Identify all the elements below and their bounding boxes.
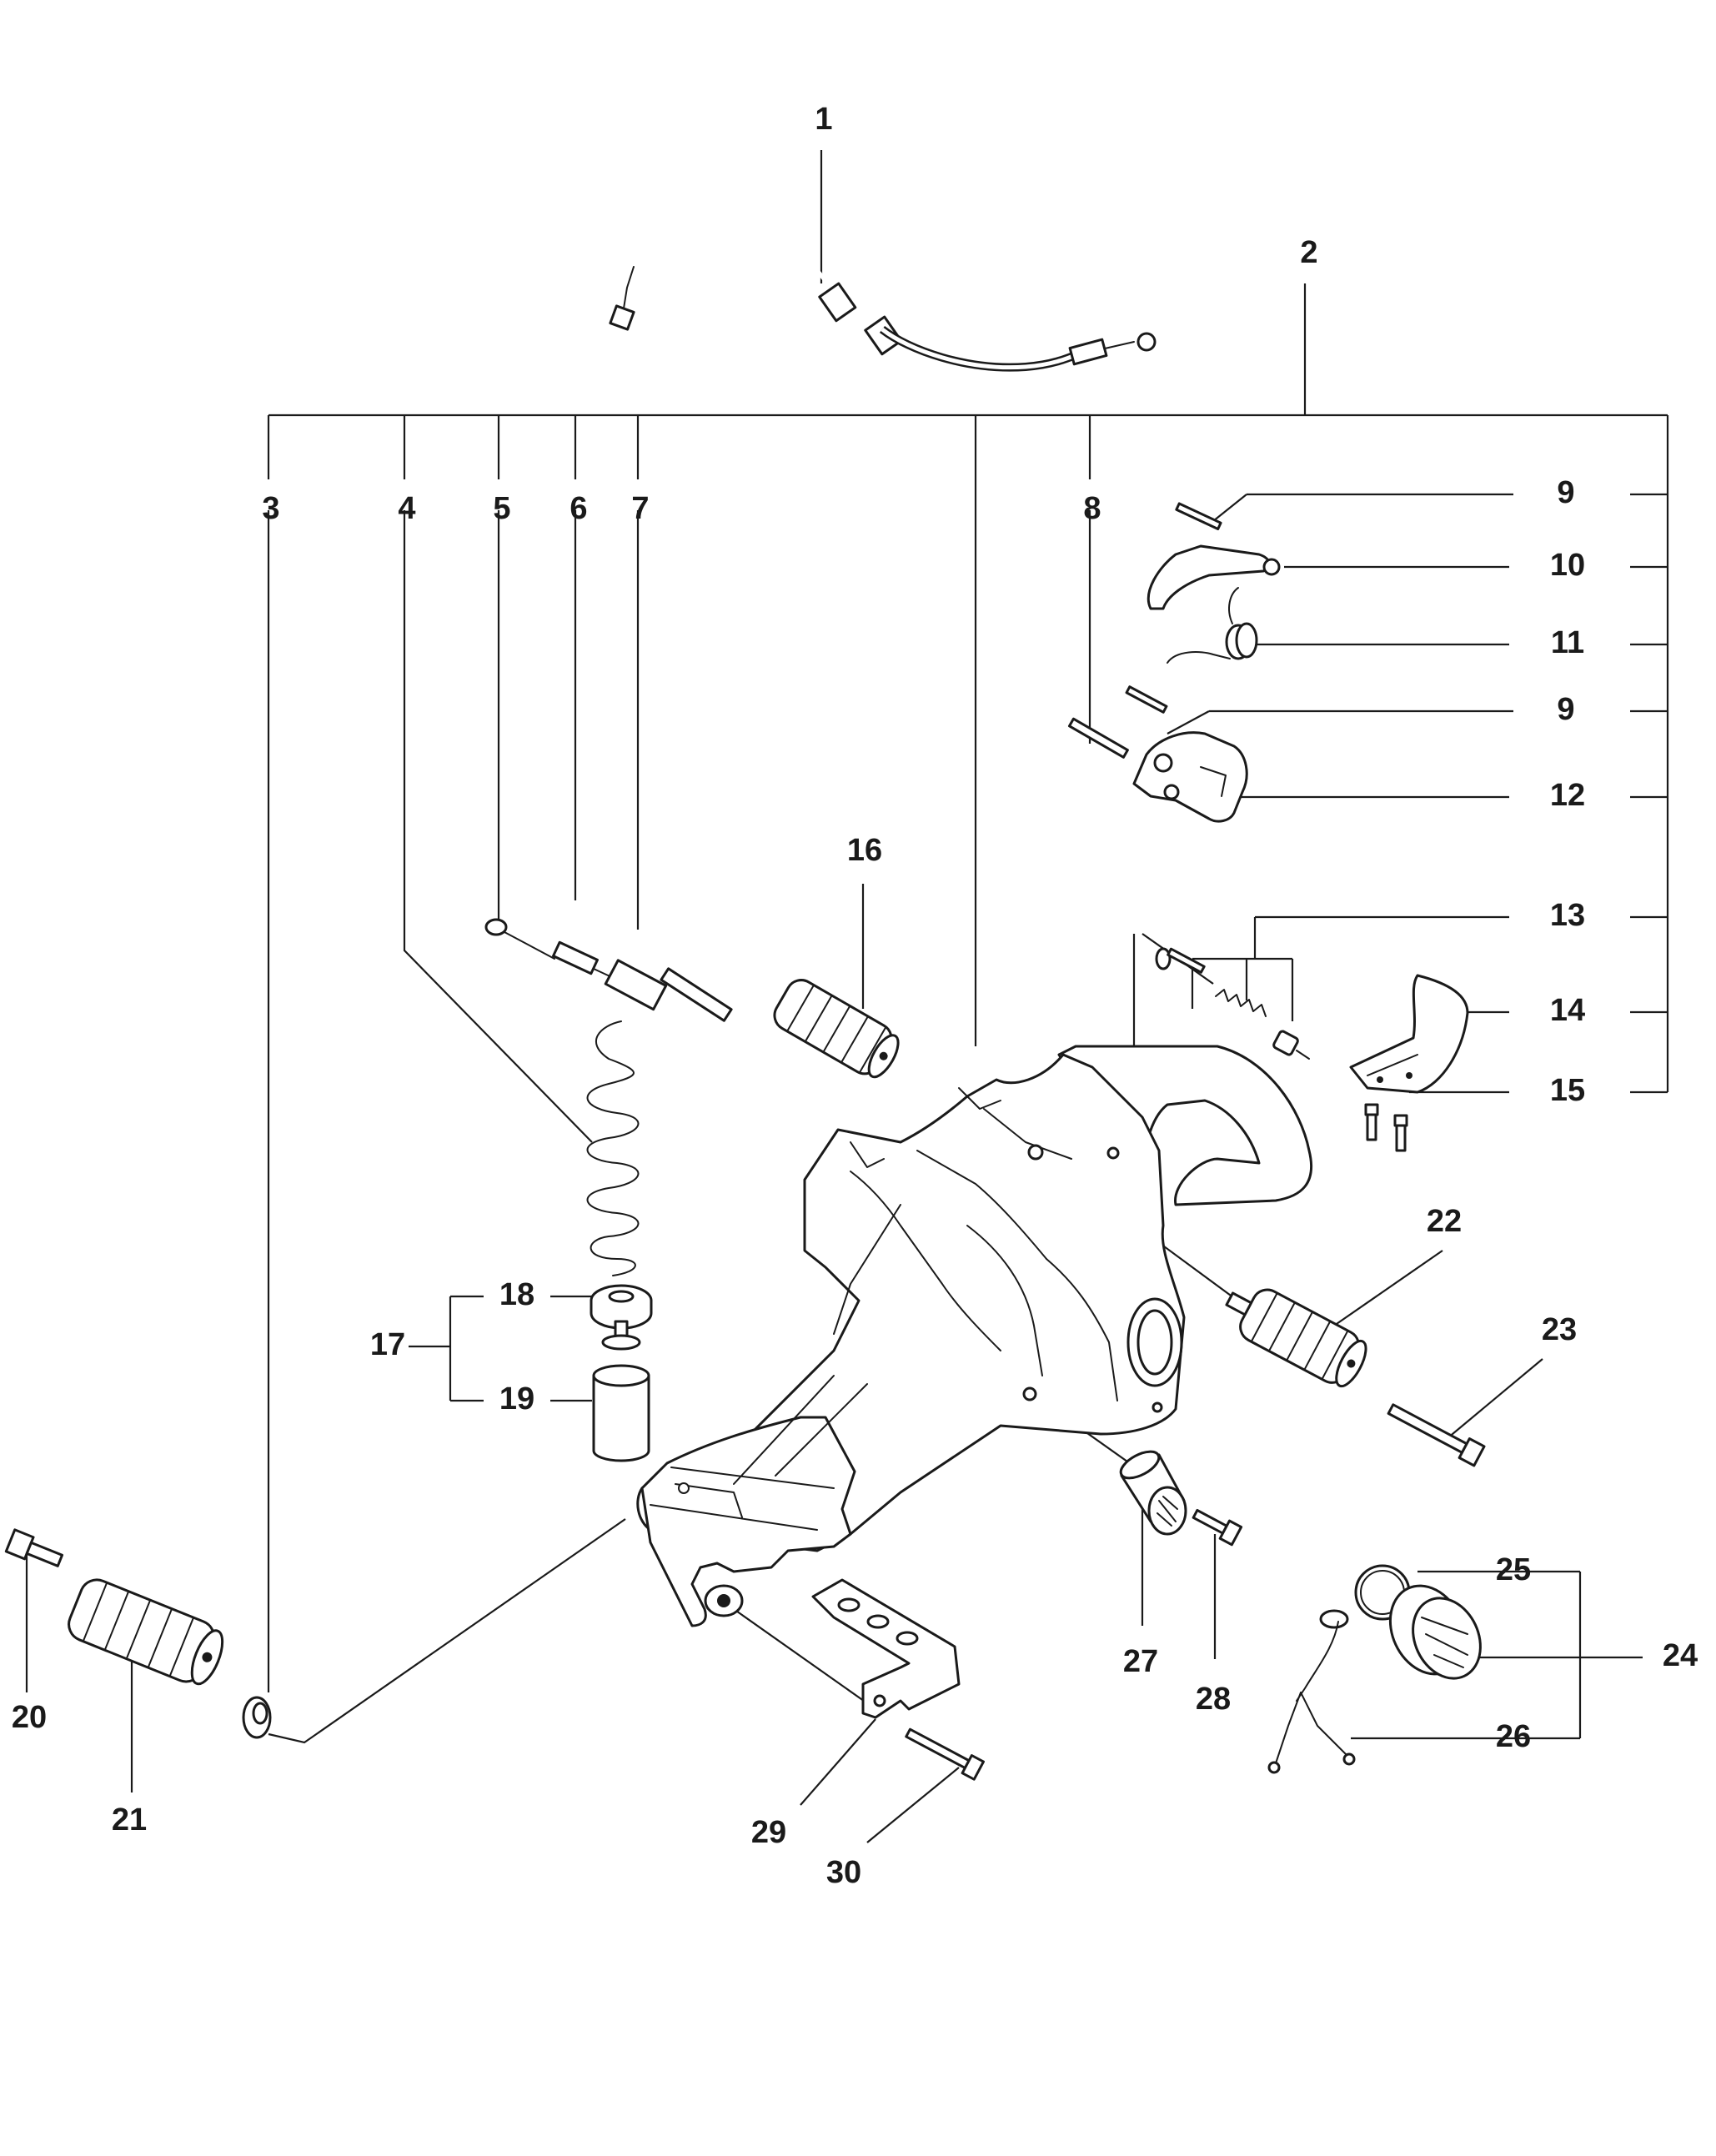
part-24-fuel-cap	[1388, 1584, 1482, 1680]
label-part-18: 18	[499, 1277, 534, 1312]
part-28-screw	[1192, 1509, 1243, 1547]
label-part-23: 23	[1542, 1312, 1577, 1347]
part-27-bushing	[1119, 1450, 1187, 1536]
part-9-pin-lower	[1067, 685, 1168, 759]
label-part-17: 17	[370, 1327, 405, 1362]
label-part-5: 5	[493, 491, 510, 526]
part-21-rubber-buffer	[68, 1578, 224, 1686]
label-part-25: 25	[1496, 1552, 1531, 1587]
label-part-19: 19	[499, 1381, 534, 1416]
label-part-7: 7	[631, 491, 649, 526]
label-part-8: 8	[1083, 491, 1101, 526]
part-14-guard-plate	[1349, 974, 1469, 1094]
label-part-9-lower: 9	[1557, 692, 1574, 727]
label-part-14: 14	[1550, 993, 1585, 1028]
part-4-spring	[586, 1020, 640, 1276]
label-part-15: 15	[1550, 1073, 1585, 1108]
label-part-12: 12	[1550, 778, 1585, 813]
label-part-30: 30	[826, 1855, 861, 1890]
part-22-rubber-buffer	[1225, 1288, 1367, 1388]
part-9-pin-upper	[1175, 502, 1222, 530]
label-part-3: 3	[262, 491, 279, 526]
part-11-torsion-spring	[1167, 587, 1258, 664]
label-part-21: 21	[112, 1803, 147, 1838]
part-29-mounting-bracket	[811, 1578, 961, 1719]
part-30-screw	[905, 1727, 985, 1781]
part-26-retainer-strap	[1267, 1609, 1356, 1774]
label-part-4: 4	[398, 491, 415, 526]
label-part-20: 20	[12, 1700, 47, 1735]
label-part-26: 26	[1496, 1719, 1531, 1754]
label-part-16: 16	[847, 833, 882, 868]
label-part-28: 28	[1196, 1682, 1231, 1717]
part-13-plunger-set	[1155, 947, 1310, 1060]
part-16-anti-vibration-buffer	[773, 979, 900, 1079]
part-3-washer	[242, 1696, 272, 1739]
label-part-2: 2	[1300, 235, 1317, 270]
part-10-trigger-lever	[1147, 544, 1281, 610]
label-part-27: 27	[1123, 1644, 1158, 1679]
part-19-fuel-filter	[592, 1320, 650, 1462]
label-part-29: 29	[751, 1815, 786, 1850]
label-part-13: 13	[1550, 898, 1585, 933]
label-part-11: 11	[1551, 625, 1584, 660]
part-15-screws	[1364, 1103, 1408, 1152]
label-part-22: 22	[1427, 1204, 1462, 1239]
main-rear-handle-fuel-tank	[636, 1045, 1313, 1627]
parts-5-6-7-rod-assembly	[484, 918, 733, 1022]
part-18-grommet	[590, 1284, 653, 1330]
callout-labels: 1 2 3 4 5 6 7 8 9 10 11 9 12 13 14 15 16…	[12, 102, 1698, 1890]
part-23-bolt	[1387, 1403, 1486, 1467]
label-part-9-upper: 9	[1557, 475, 1574, 510]
part-1-throttle-cable	[609, 205, 1157, 372]
part-12-trigger-housing	[1132, 731, 1248, 823]
label-part-10: 10	[1550, 548, 1585, 583]
part-20-bolt	[4, 1528, 64, 1567]
label-part-6: 6	[569, 491, 587, 526]
leader-lines	[25, 150, 1669, 1843]
label-part-24: 24	[1663, 1638, 1698, 1673]
label-part-1: 1	[815, 102, 832, 137]
